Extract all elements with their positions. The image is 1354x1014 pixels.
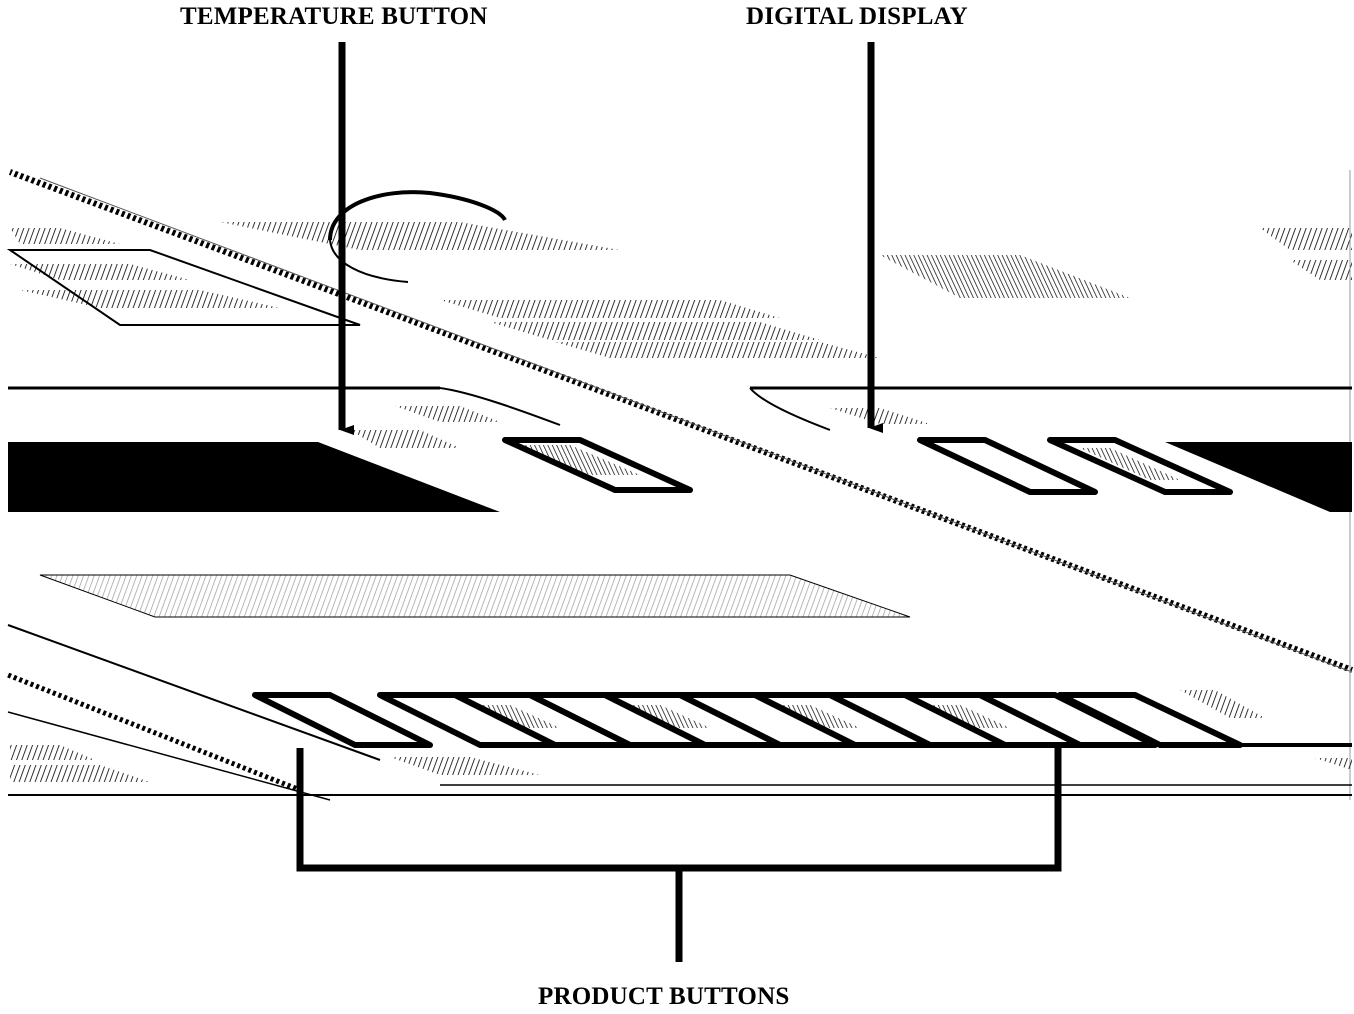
product-bracket-icon [296,748,1062,872]
vent-center-4 [555,342,880,358]
right-trim-block [1165,442,1352,512]
vent-right-1 [880,255,1130,298]
product-buttons-label: PRODUCT BUTTONS [538,983,790,1010]
product-button-1 [252,692,433,748]
vent-left-3 [20,290,280,308]
left-upper-outline [6,249,361,326]
hatched-band [40,575,910,617]
strip-key-3[interactable] [1047,437,1233,495]
vent-center-3 [490,322,820,340]
digital-display-label: DIGITAL DISPLAY [746,3,968,30]
vent-right-2 [1260,228,1352,250]
diagonal-ridge [8,169,1354,673]
lower-housing [7,574,1352,801]
vent-left-2 [10,264,190,280]
vent-left-1 [10,228,120,244]
strip-key-1[interactable] [502,437,693,493]
control-strip [8,386,1352,512]
left-trim-block [8,442,500,512]
vent-center-1 [220,222,620,250]
product-buttons-row[interactable] [252,690,1265,748]
vent-center-2 [440,300,780,318]
digital-display [830,408,930,424]
product-button-11 [1057,692,1243,748]
temperature-button-label: TEMPERATURE BUTTON [180,3,488,30]
temperature-button[interactable] [350,430,460,448]
product-button-10 [977,692,1158,748]
callouts [296,42,1062,962]
temperature-indicator [395,406,500,422]
strip-key-2[interactable] [917,437,1098,495]
